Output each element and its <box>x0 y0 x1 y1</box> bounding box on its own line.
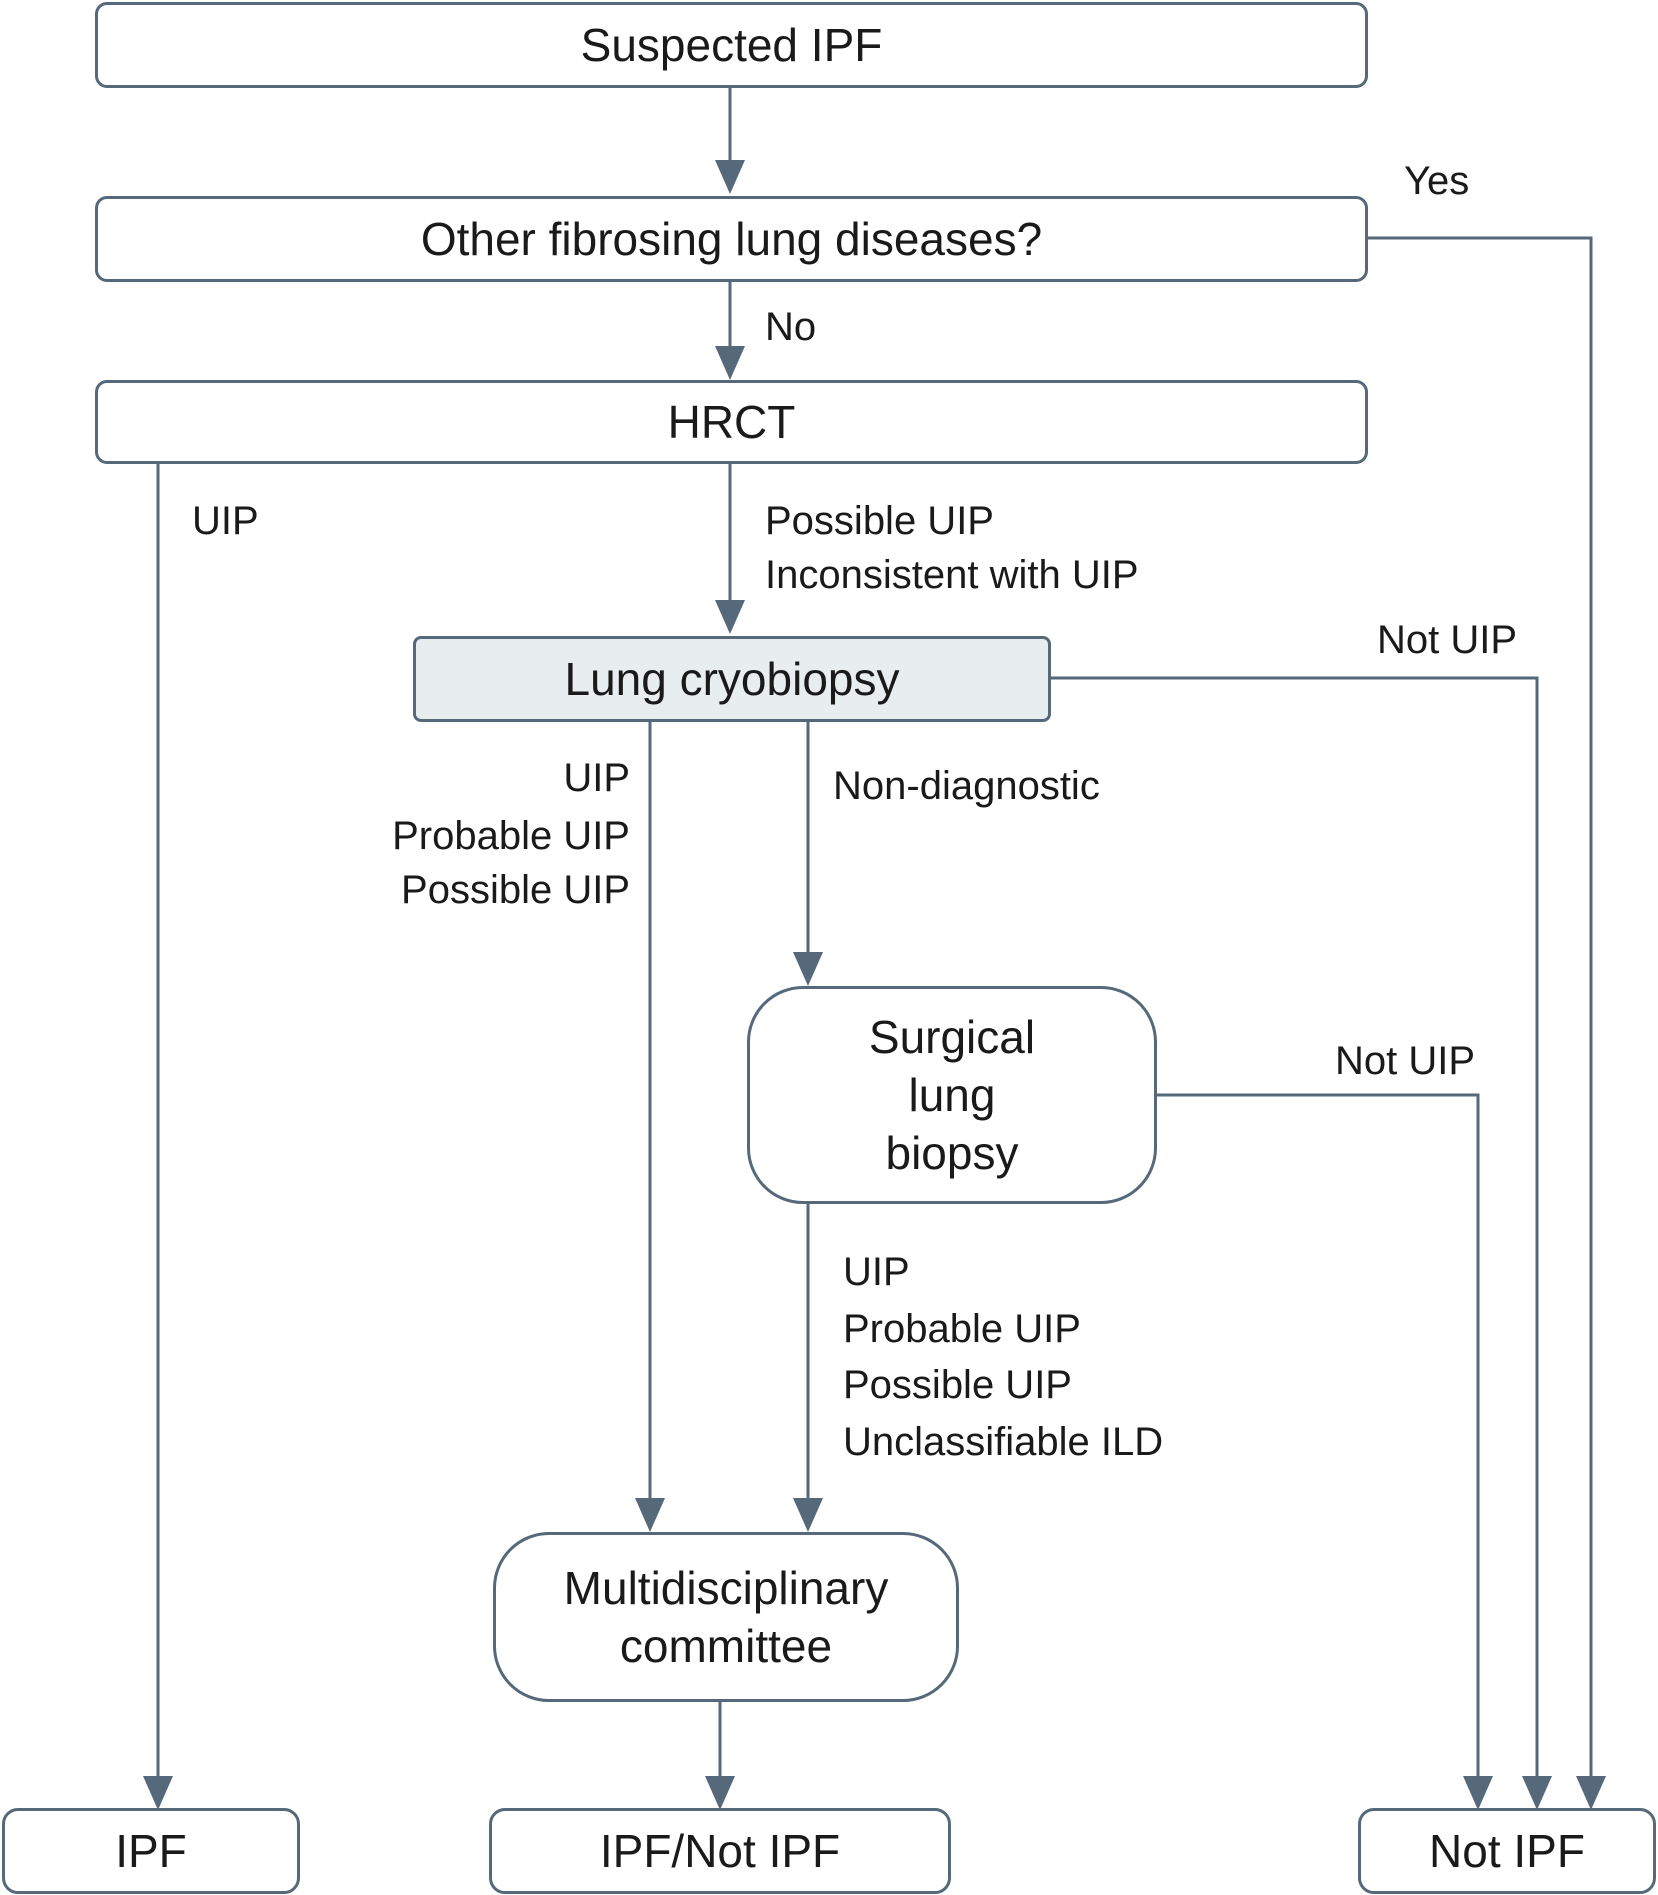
node-other-fibrosing: Other fibrosing lung diseases? <box>95 196 1368 282</box>
node-not-ipf-label: Not IPF <box>1429 1825 1585 1877</box>
edge-label-cryo-not-uip: Not UIP <box>1377 618 1518 662</box>
node-lung-cryobiopsy: Lung cryobiopsy <box>413 636 1051 722</box>
edge-label-slb-uip: UIP <box>843 1250 910 1294</box>
edge-label-hrct-uip: UIP <box>192 499 259 543</box>
node-ipf-label: IPF <box>115 1825 187 1877</box>
edge-label-hrct-possible-uip: Possible UIP <box>765 499 994 543</box>
arrow-surgical-to-notipf <box>1157 1093 1480 1776</box>
edge-label-cryo-possible-uip: Possible UIP <box>401 868 630 912</box>
node-ipf: IPF <box>2 1808 300 1894</box>
edge-label-slb-possible-uip: Possible UIP <box>843 1363 1072 1407</box>
node-suspected-ipf-label: Suspected IPF <box>580 19 883 71</box>
edge-label-non-diagnostic: Non-diagnostic <box>833 764 1100 808</box>
node-lung-cryobiopsy-label: Lung cryobiopsy <box>564 653 900 705</box>
node-ipf-not-ipf-label: IPF/Not IPF <box>599 1825 841 1877</box>
node-other-fibrosing-label: Other fibrosing lung diseases? <box>420 213 1043 265</box>
edge-label-hrct-inconsistent: Inconsistent with UIP <box>765 553 1139 597</box>
node-multidisciplinary-committee: Multidisciplinary committee <box>493 1532 959 1702</box>
edge-label-no: No <box>765 305 817 349</box>
node-suspected-ipf: Suspected IPF <box>95 2 1368 88</box>
node-surgical-lung-biopsy-label: Surgical lung biopsy <box>868 1011 1036 1179</box>
edge-label-slb-unclassifiable: Unclassifiable ILD <box>843 1420 1164 1464</box>
node-multidisciplinary-committee-label: Multidisciplinary committee <box>563 1562 889 1672</box>
arrow-cryo-to-notipf <box>1051 676 1539 1776</box>
node-hrct-label: HRCT <box>667 396 796 448</box>
node-surgical-lung-biopsy: Surgical lung biopsy <box>747 986 1157 1204</box>
edge-label-slb-not-uip: Not UIP <box>1335 1039 1476 1083</box>
node-not-ipf: Not IPF <box>1358 1808 1656 1894</box>
edge-label-yes: Yes <box>1404 159 1470 203</box>
node-hrct: HRCT <box>95 380 1368 464</box>
arrow-other-to-notipf <box>1368 236 1593 1776</box>
edge-label-cryo-uip: UIP <box>563 756 630 800</box>
edge-label-cryo-probable-uip: Probable UIP <box>392 814 630 858</box>
node-ipf-not-ipf: IPF/Not IPF <box>489 1808 951 1894</box>
edge-label-slb-probable-uip: Probable UIP <box>843 1307 1081 1351</box>
